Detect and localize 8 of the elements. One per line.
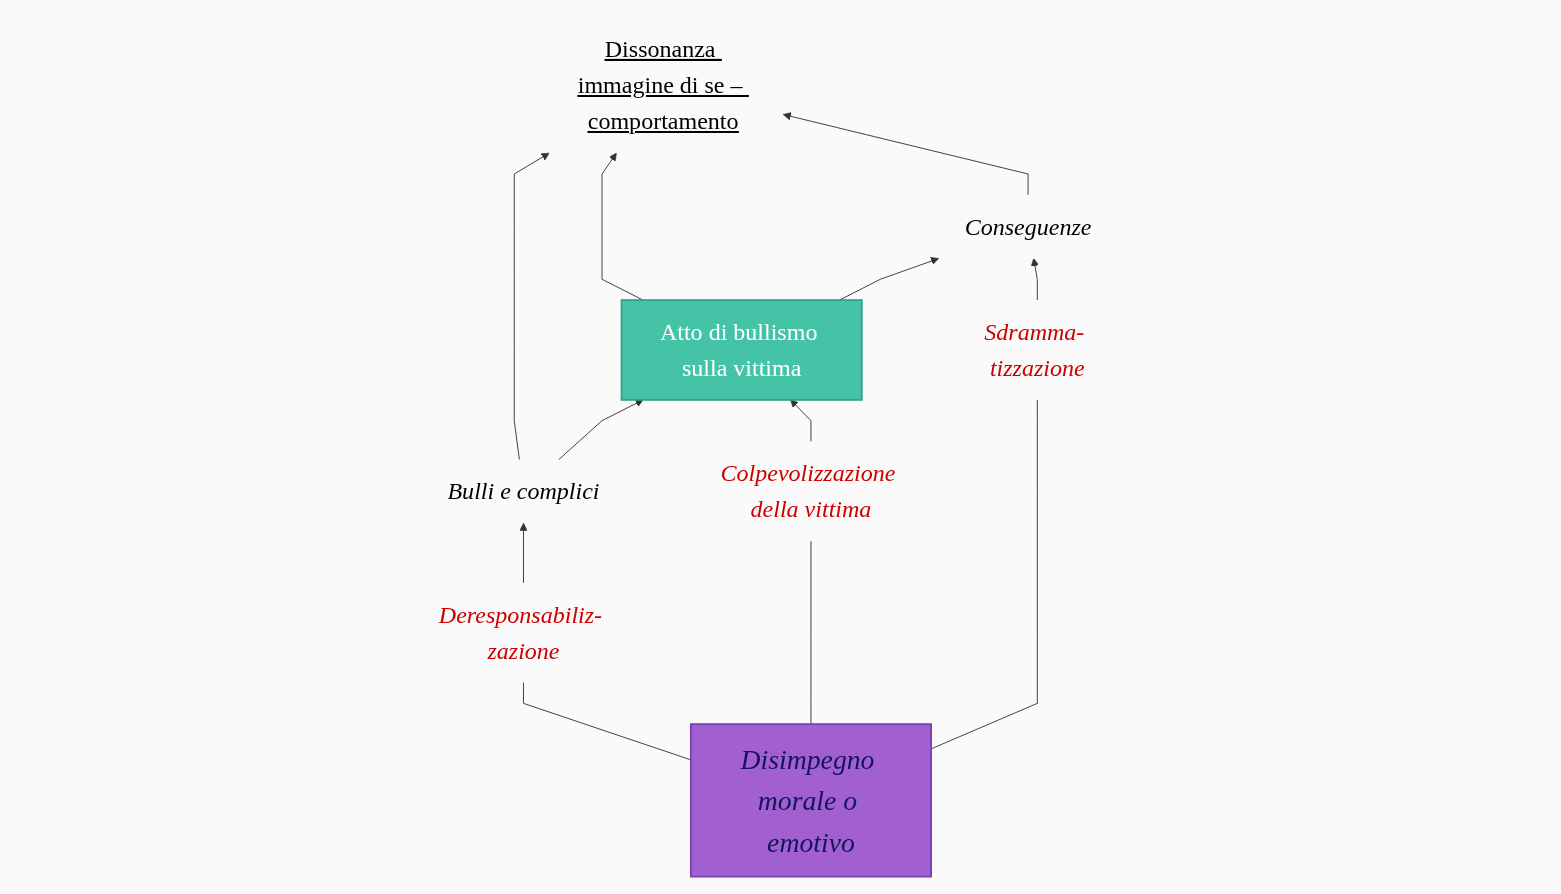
node-text: Deresponsabiliz- zazione bbox=[438, 601, 603, 665]
node-box: Disimpegno morale o emotivo bbox=[690, 723, 933, 878]
node-text: Sdramma- tizzazione bbox=[984, 318, 1085, 382]
node-text: Dissonanza immagine di se – comportamento bbox=[577, 35, 743, 135]
node-text: Conseguenze bbox=[964, 213, 1092, 241]
node-box: Atto di bullismo sulla vittima bbox=[620, 299, 863, 401]
node-text: Bulli e complici bbox=[447, 477, 600, 505]
node-text: Colpevolizzazione della vittima bbox=[720, 459, 896, 523]
